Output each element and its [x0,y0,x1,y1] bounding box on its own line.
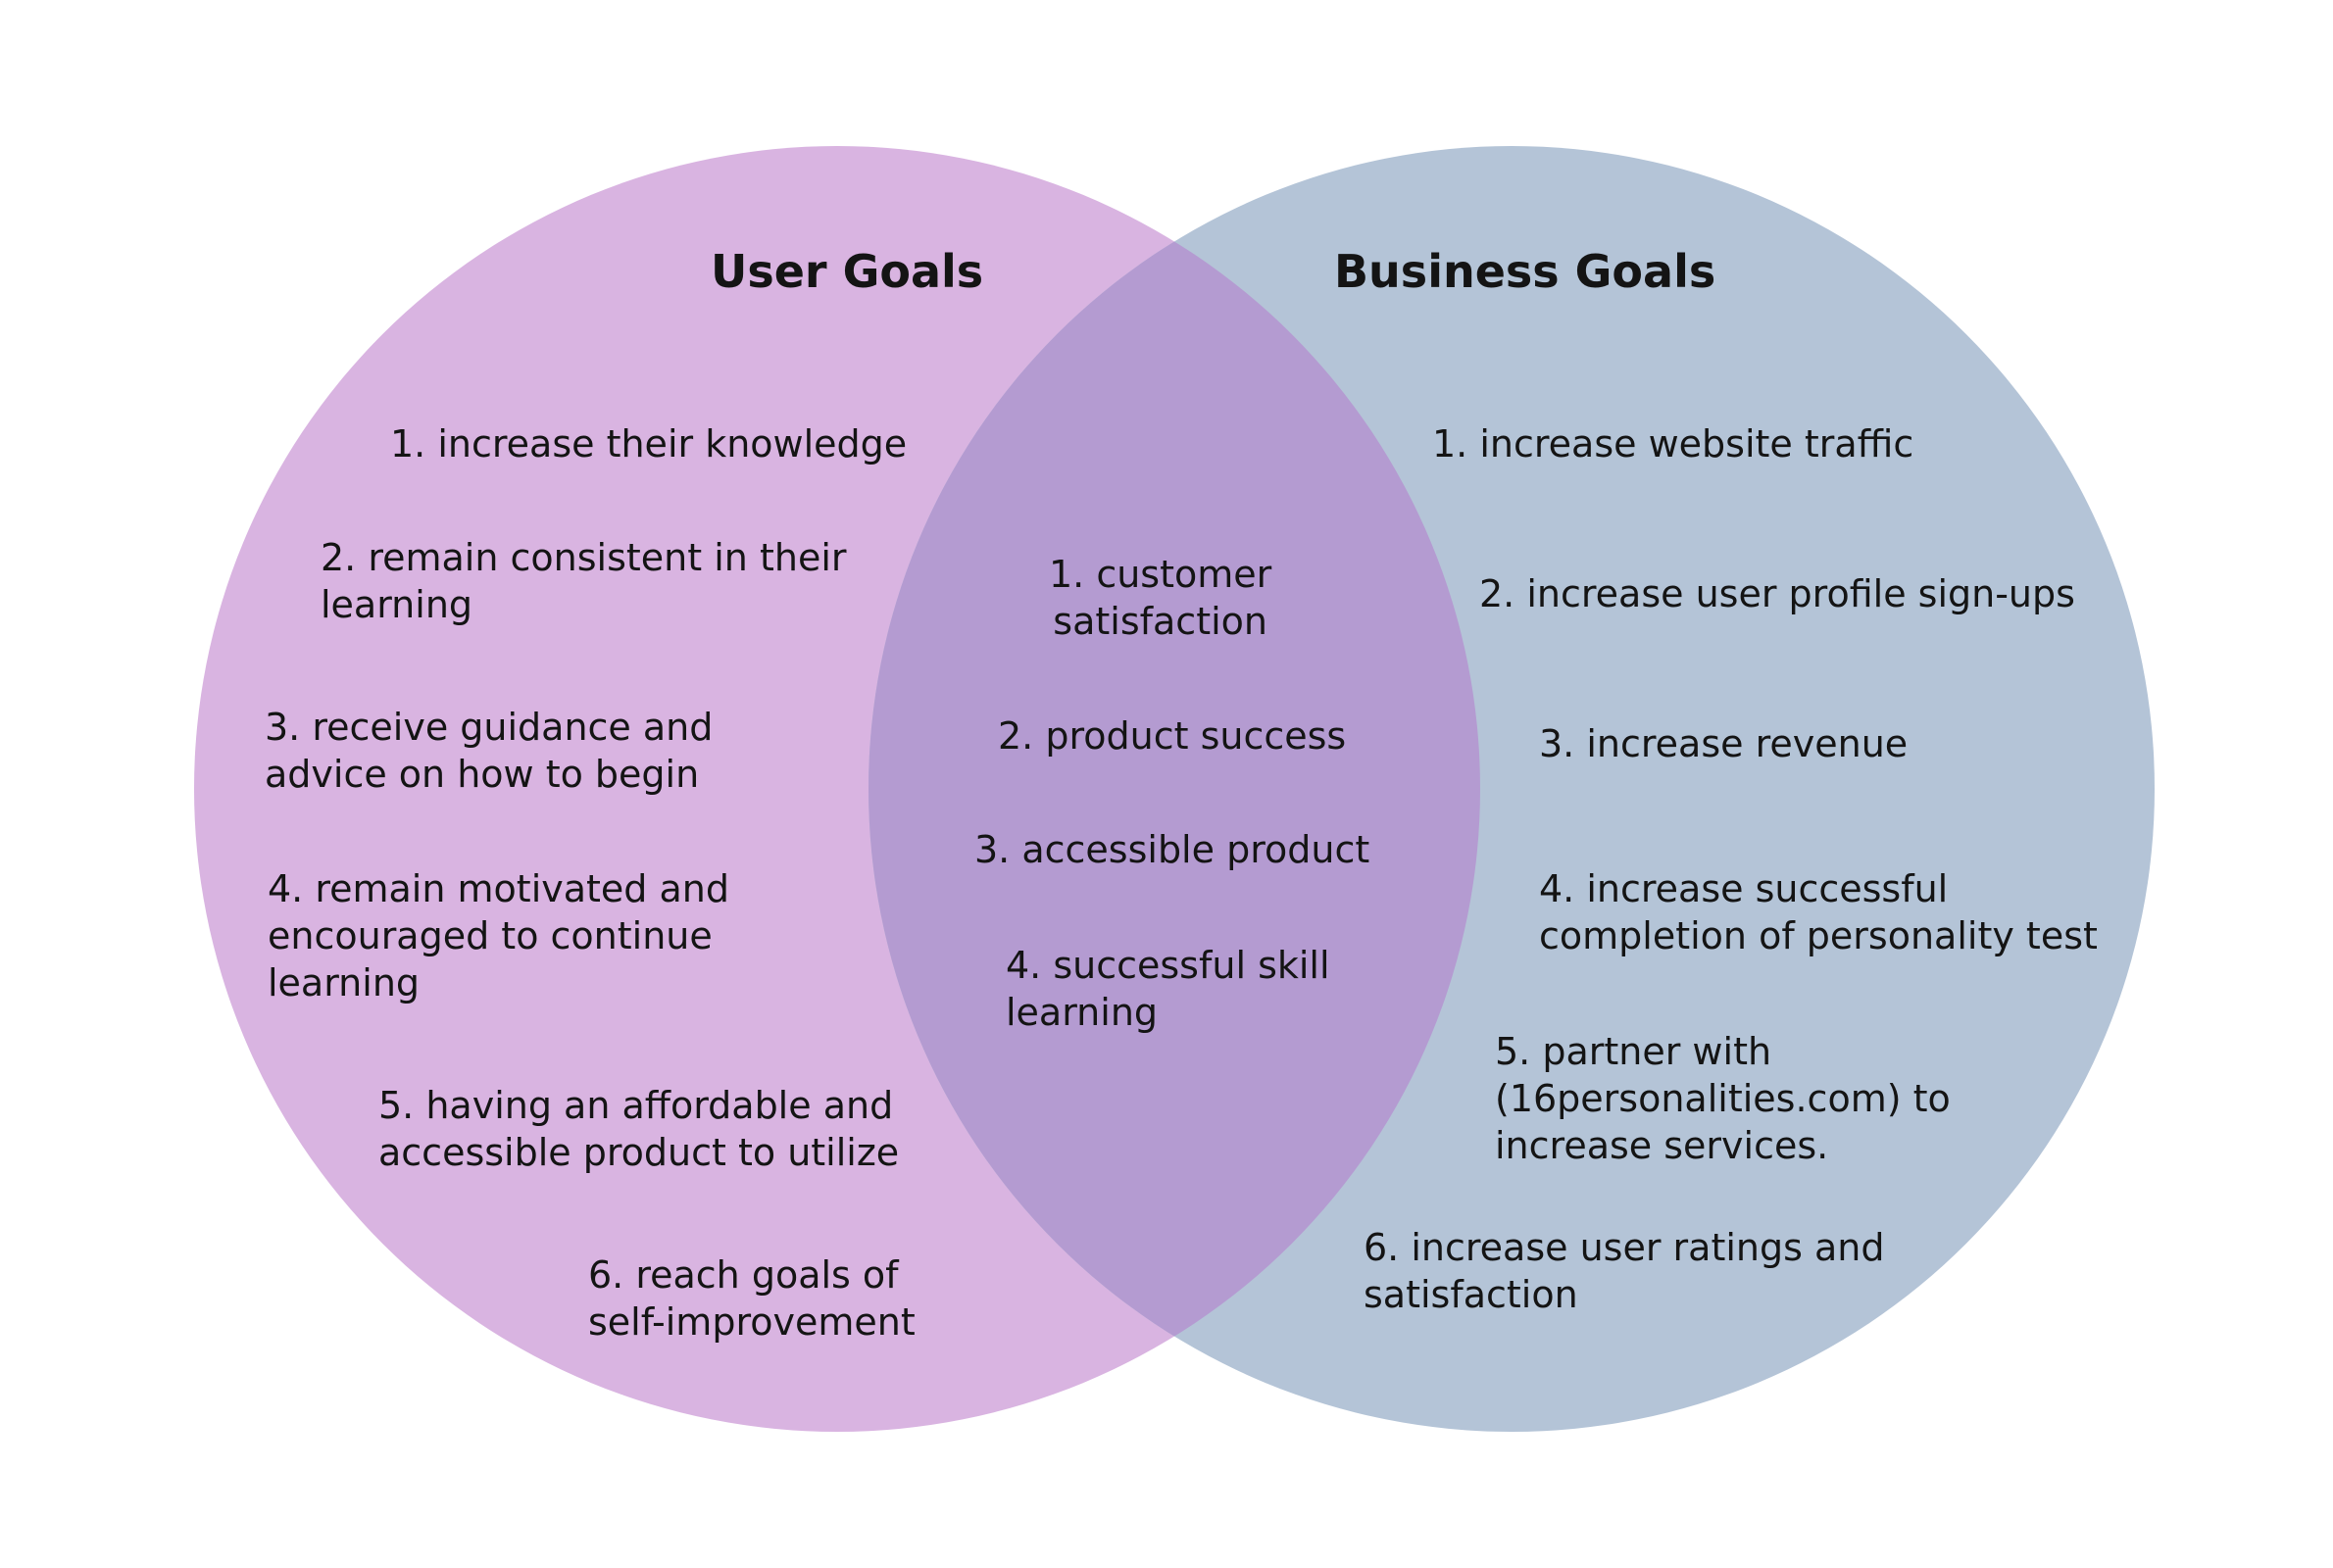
business-goals-title: Business Goals [1334,245,1716,298]
shared-goal-item: 4. successful skill learning [1006,944,1330,1034]
user-goal-item: 2. remain consistent in their learning [321,536,847,626]
business-goal-item: 5. partner with (16personalities.com) to… [1495,1030,1951,1167]
user-goal-item: 1. increase their knowledge [390,422,908,466]
shared-goals-overlap [869,146,1480,1432]
business-goal-item: 3. increase revenue [1539,722,1909,765]
user-goal-item: 5. having an affordable and accessible p… [378,1084,900,1174]
user-goal-item: 6. reach goals of self-improvement [588,1253,916,1344]
business-goal-item: 6. increase user ratings and satisfactio… [1364,1226,1885,1316]
shared-goal-item: 3. accessible product [974,828,1370,871]
business-goal-item: 2. increase user profile sign-ups [1479,572,2075,615]
shared-goal-item: 2. product success [998,714,1347,758]
shared-goal-item: 1. customer satisfaction [1049,553,1272,643]
business-goal-item: 4. increase successful completion of per… [1539,867,2098,957]
business-goal-item: 1. increase website traffic [1432,422,1914,466]
user-goal-item: 3. receive guidance and advice on how to… [265,706,714,796]
user-goal-item: 4. remain motivated and encouraged to co… [268,867,729,1004]
user-goals-title: User Goals [711,245,984,298]
